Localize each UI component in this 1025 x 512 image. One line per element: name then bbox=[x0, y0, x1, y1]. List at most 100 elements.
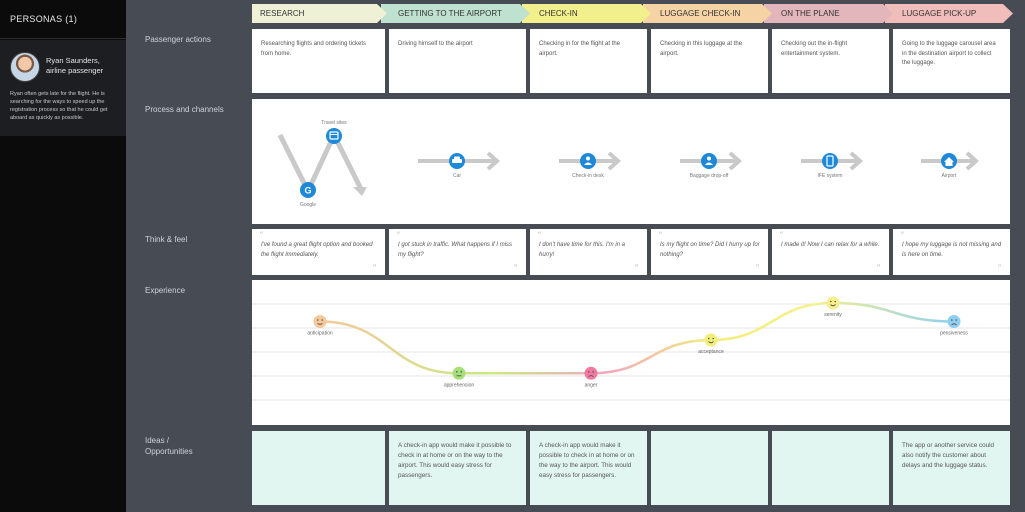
baggage-dropoff-node[interactable]: Baggage drop-off bbox=[690, 153, 729, 179]
channels-diagram: Travel sites G Google Car Check-in desk … bbox=[277, 120, 980, 208]
idea-card[interactable]: A check-in app would make it possible to… bbox=[389, 431, 526, 505]
row-label-think: Think & feel bbox=[145, 235, 188, 244]
stage-4[interactable]: ON THE PLANE bbox=[764, 4, 893, 23]
emotion-point-acceptance[interactable]: acceptance bbox=[698, 333, 724, 356]
close-quote-icon: ” bbox=[877, 262, 880, 273]
persona-name-block: Ryan Saunders, airline passenger bbox=[46, 56, 103, 76]
channel-label: IFE system bbox=[817, 173, 842, 179]
persona-card[interactable]: Ryan Saunders, airline passenger Ryan of… bbox=[0, 40, 126, 136]
phone-icon bbox=[826, 155, 834, 167]
idea-card[interactable]: A check-in app would make it possible to… bbox=[530, 431, 647, 505]
open-quote-icon: “ bbox=[260, 230, 263, 240]
action-card[interactable]: Checking out the in-flight entertainment… bbox=[772, 29, 889, 93]
emoji-face-icon bbox=[826, 296, 840, 310]
browser-icon bbox=[329, 131, 339, 140]
mouth-icon bbox=[588, 375, 594, 378]
action-card[interactable]: Researching flights and ordering tickets… bbox=[252, 29, 385, 93]
idea-card[interactable]: The app or another service could also no… bbox=[893, 431, 1010, 505]
stage-0[interactable]: RESEARCH bbox=[252, 4, 387, 23]
eye-icon bbox=[708, 337, 710, 340]
travel-sites-node[interactable]: Travel sites bbox=[321, 120, 347, 144]
thought-text: Is my flight on time? Did I hurry up for… bbox=[660, 242, 760, 258]
thought-text: I hope my luggage is not missing and is … bbox=[902, 242, 1002, 258]
row-label-actions: Passenger actions bbox=[145, 35, 211, 44]
open-quote-icon: “ bbox=[397, 230, 400, 240]
emoji-face-icon bbox=[584, 366, 598, 380]
open-quote-icon: “ bbox=[901, 230, 904, 240]
emoji-face-icon bbox=[313, 315, 327, 328]
research-path bbox=[277, 132, 365, 194]
mouth-icon bbox=[317, 323, 323, 325]
open-quote-icon: “ bbox=[780, 230, 783, 240]
mouth-icon bbox=[708, 341, 714, 344]
open-quote-icon: “ bbox=[538, 230, 541, 240]
home-icon bbox=[944, 157, 954, 166]
thought-card[interactable]: “ Is my flight on time? Did I hurry up fo… bbox=[651, 229, 768, 275]
experience-panel: anticipation apprehension anger acceptance s… bbox=[252, 280, 1010, 425]
ife-system-node[interactable]: IFE system bbox=[817, 153, 843, 179]
channels-panel: Travel sites G Google Car Check-in desk … bbox=[252, 99, 1010, 224]
channel-label: Airport bbox=[942, 173, 957, 179]
emotion-point-pensiveness[interactable]: pensiveness bbox=[940, 315, 968, 337]
action-card[interactable]: Going to the luggage carousel area in th… bbox=[893, 29, 1010, 93]
stage-1[interactable]: GETTING TO THE AIRPORT bbox=[381, 4, 530, 23]
eye-icon bbox=[588, 371, 590, 373]
action-card[interactable]: Checking in for the flight at the airpor… bbox=[530, 29, 647, 93]
google-node[interactable]: G Google bbox=[300, 182, 316, 208]
emotion-label: anger bbox=[585, 382, 598, 388]
emotion-point-anger[interactable]: anger bbox=[584, 366, 598, 389]
eye-icon bbox=[460, 371, 462, 373]
emotion-point-anticipation[interactable]: anticipation bbox=[307, 315, 333, 337]
eye-icon bbox=[321, 319, 323, 321]
eye-icon bbox=[951, 319, 953, 321]
persona-role: airline passenger bbox=[46, 66, 104, 75]
car-node[interactable]: Car bbox=[449, 153, 465, 179]
persona-name: Ryan Saunders, bbox=[46, 56, 100, 65]
emotion-label: acceptance bbox=[698, 349, 724, 355]
eye-icon bbox=[955, 319, 957, 321]
research-arrowhead bbox=[353, 187, 367, 196]
thought-card[interactable]: “ I got stuck in traffic. What happens if… bbox=[389, 229, 526, 275]
eye-icon bbox=[456, 371, 458, 373]
stage-3[interactable]: LUGGAGE CHECK-IN bbox=[643, 4, 772, 23]
close-quote-icon: ” bbox=[998, 262, 1001, 273]
thought-text: I've found a great flight option and boo… bbox=[261, 242, 373, 258]
idea-card[interactable] bbox=[651, 431, 768, 505]
channel-label: Baggage drop-off bbox=[690, 173, 729, 179]
channel-label: Check-in desk bbox=[572, 173, 604, 179]
personas-header[interactable]: PERSONAS (1) bbox=[0, 0, 126, 39]
emotion-point-apprehension[interactable]: apprehension bbox=[444, 366, 475, 389]
thought-card[interactable]: “I made it! Now I can relax for a while.… bbox=[772, 229, 889, 275]
checkin-desk-node[interactable]: Check-in desk bbox=[572, 153, 604, 179]
mouth-icon bbox=[951, 323, 957, 326]
action-card[interactable]: Checking in this luggage at the airport. bbox=[651, 29, 768, 93]
thought-card[interactable]: “ I hope my luggage is not missing and is… bbox=[893, 229, 1010, 275]
open-quote-icon: “ bbox=[659, 230, 662, 240]
emotion-point-serenity[interactable]: serenity bbox=[824, 296, 842, 319]
emoji-face-icon bbox=[947, 315, 961, 328]
person-icon bbox=[707, 156, 711, 161]
emoji-face-icon bbox=[452, 366, 466, 380]
experience-curve bbox=[319, 301, 955, 375]
channel-label: Google bbox=[300, 202, 316, 208]
row-label-experience: Experience bbox=[145, 286, 186, 295]
thought-text: I don't have time for this. I'm in a hur… bbox=[539, 242, 625, 258]
eye-icon bbox=[317, 319, 319, 321]
close-quote-icon: ” bbox=[635, 262, 638, 273]
personas-sidebar: PERSONAS (1) Ryan Saunders, airline pass… bbox=[0, 0, 126, 512]
thought-card[interactable]: “ I don't have time for this. I'm in a hu… bbox=[530, 229, 647, 275]
stage-2[interactable]: CHECK-IN bbox=[522, 4, 651, 23]
row-label-channels: Process and channels bbox=[145, 105, 224, 114]
emotion-label: serenity bbox=[824, 312, 842, 318]
close-quote-icon: ” bbox=[373, 262, 376, 273]
thought-text: I got stuck in traffic. What happens if … bbox=[398, 242, 513, 258]
idea-card[interactable] bbox=[252, 431, 385, 505]
stage-5[interactable]: LUGGAGE PICK-UP bbox=[885, 4, 1013, 23]
eye-icon bbox=[592, 371, 594, 373]
airport-node[interactable]: Airport bbox=[941, 153, 957, 179]
action-card[interactable]: Driving himself to the airport bbox=[389, 29, 526, 93]
idea-card[interactable] bbox=[772, 431, 889, 505]
row-label-ideas: Ideas / Opportunities bbox=[145, 436, 193, 456]
thought-card[interactable]: “ I've found a great flight option and bo… bbox=[252, 229, 385, 275]
persona-description: Ryan often gets late for the flight. He … bbox=[10, 91, 108, 121]
